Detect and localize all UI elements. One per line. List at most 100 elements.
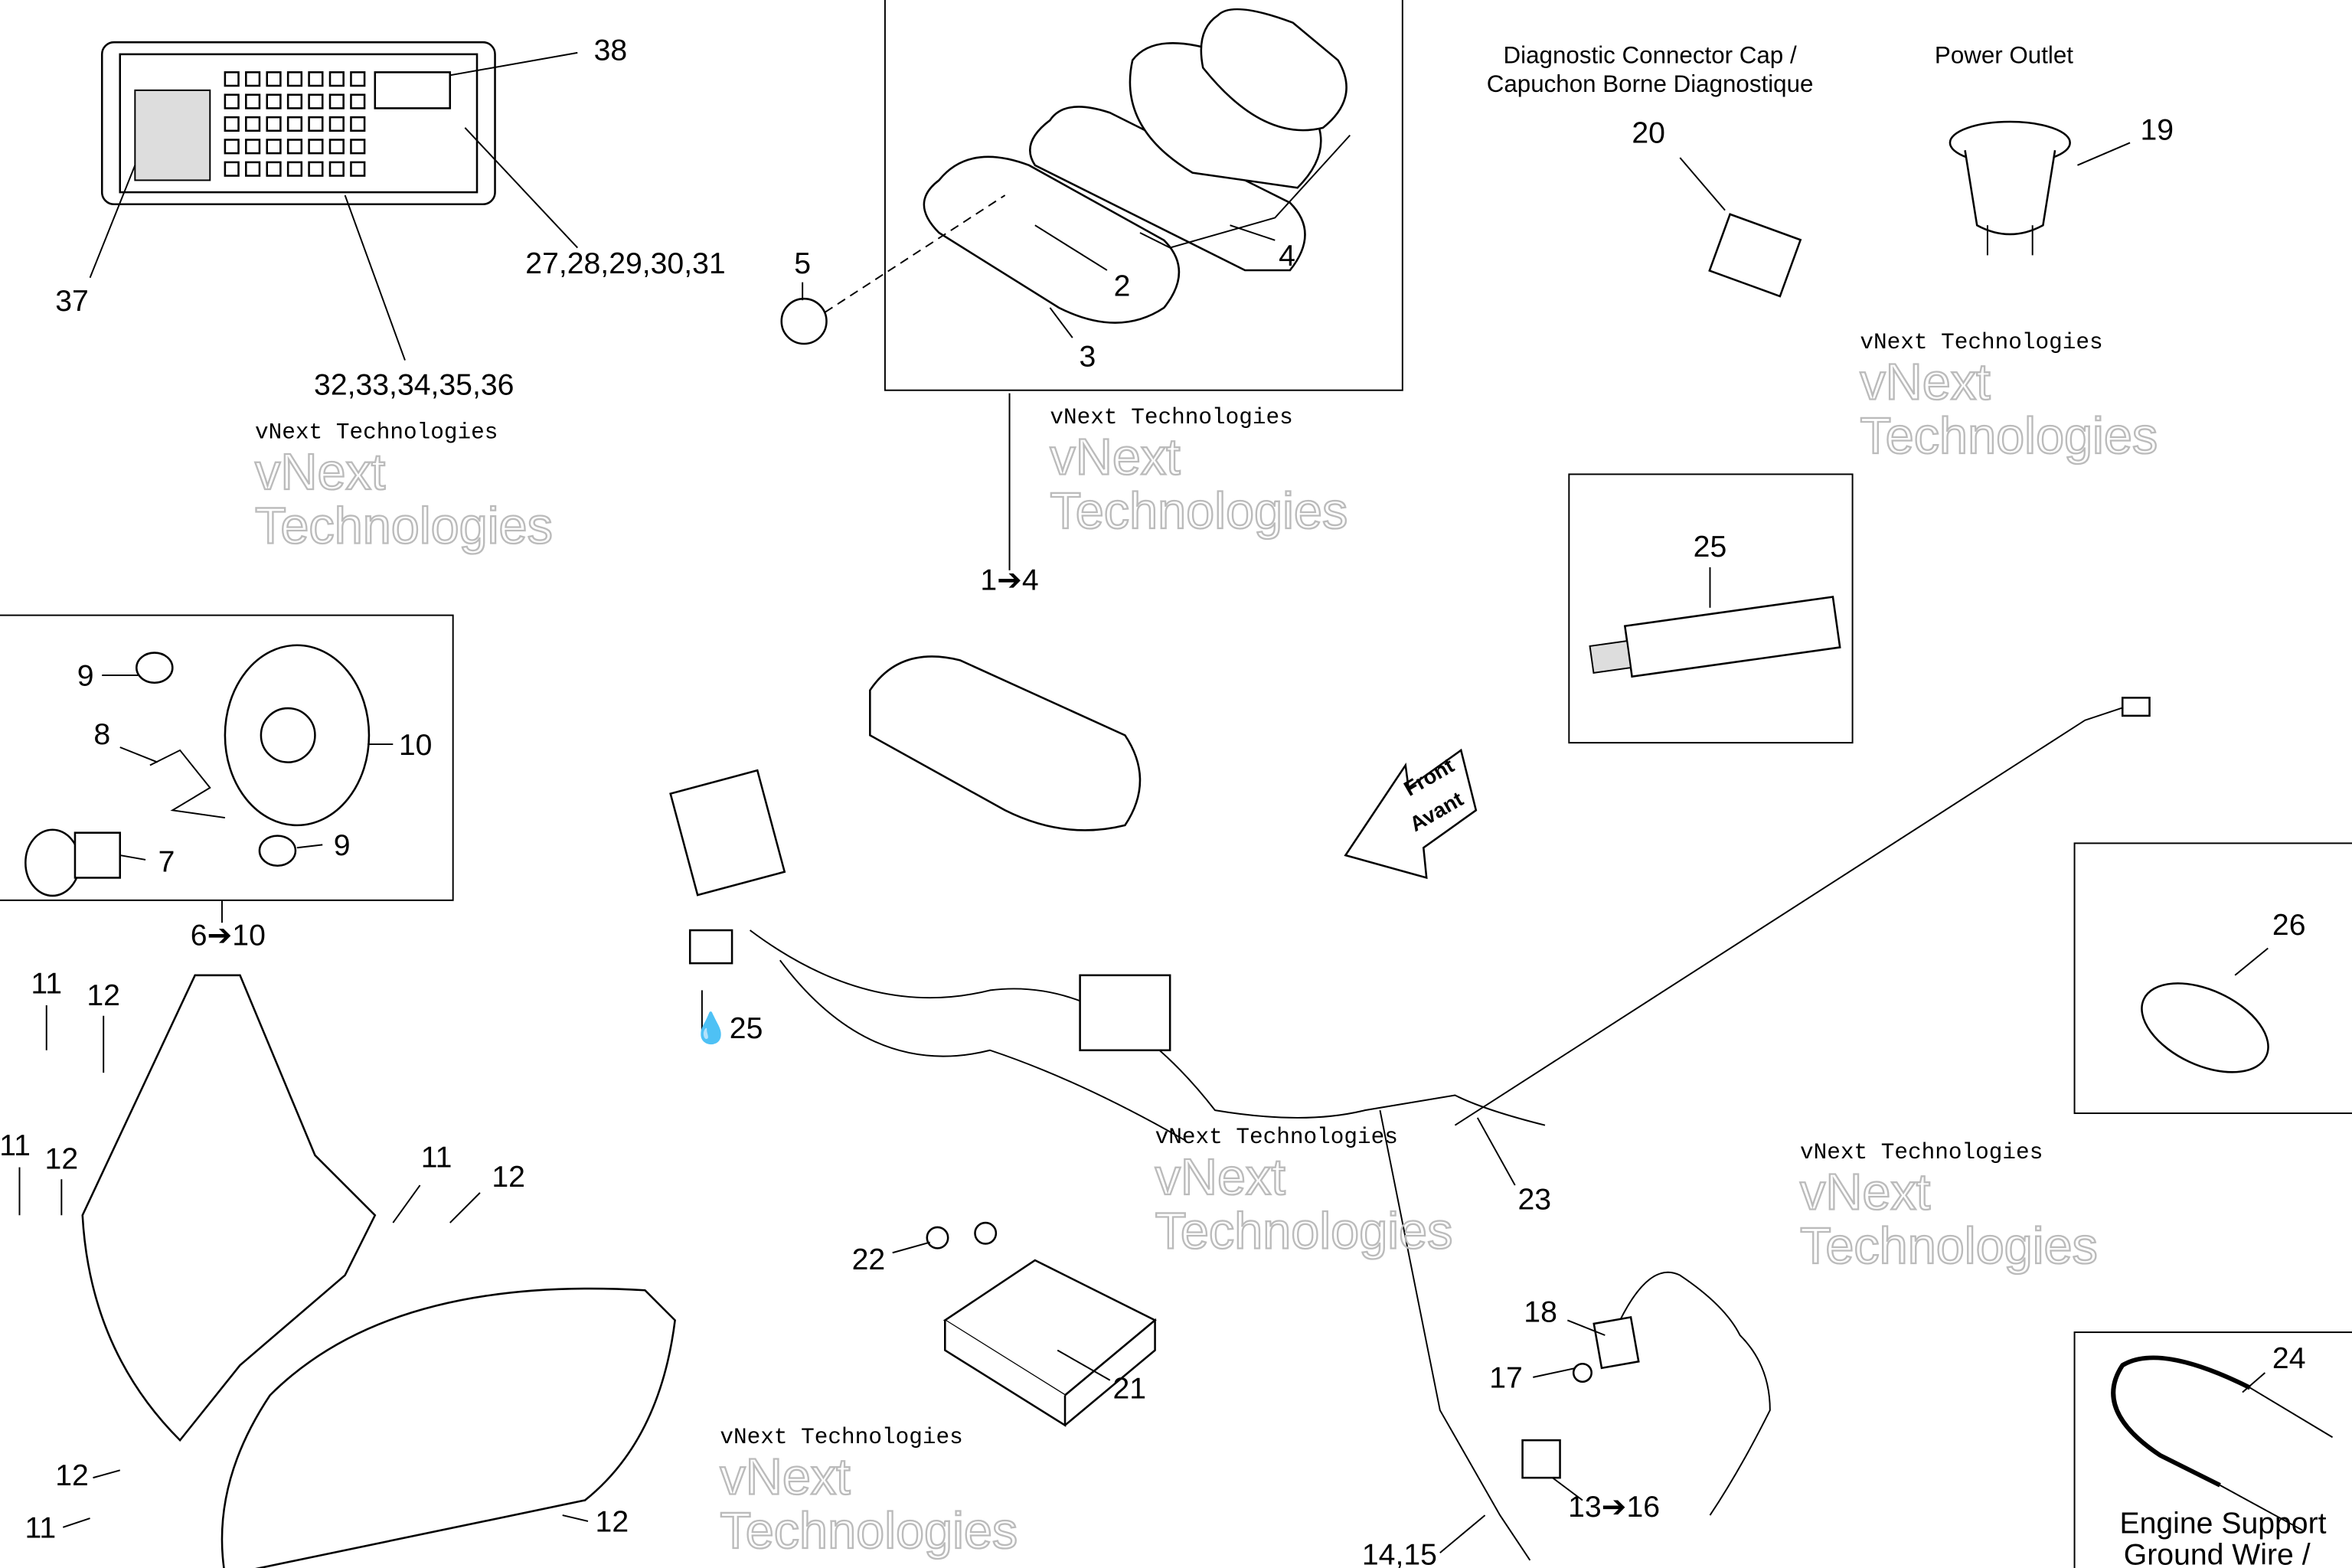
fuse-slot	[308, 116, 324, 132]
leader-line	[93, 1469, 120, 1479]
leader-line	[296, 844, 323, 849]
leader-line	[449, 51, 578, 77]
fuse-slot	[328, 161, 345, 177]
callout-14-15: 14,15	[1362, 1539, 1437, 1568]
gauge-detail-box	[884, 0, 1403, 391]
watermark-small: vNext Technologies	[255, 420, 498, 445]
fuse-slot	[308, 93, 324, 109]
fuse-slot	[224, 161, 240, 177]
leader-line	[1034, 224, 1108, 271]
watermark-large: Technologies	[720, 1503, 1018, 1560]
callout-24: 24	[2272, 1342, 2306, 1375]
callout-4: 4	[1279, 240, 1295, 273]
leader-line	[2234, 947, 2269, 976]
leader-line	[1533, 1367, 1576, 1378]
leader-line	[464, 127, 579, 249]
callout-9: 9	[334, 829, 351, 862]
callout-7: 7	[158, 846, 175, 879]
fuse-box-part	[100, 41, 496, 206]
ground-wire-part	[2111, 1355, 2334, 1531]
callout-25: 25	[1694, 531, 1727, 564]
leader-line	[344, 194, 406, 361]
callout-3: 3	[1080, 340, 1096, 373]
callout-21: 21	[1112, 1372, 1146, 1405]
fuse-slot	[266, 93, 282, 109]
diagnostic-cap-part	[1708, 213, 1802, 298]
callout-38: 38	[594, 34, 628, 67]
callout-12: 12	[596, 1506, 629, 1539]
watermark-small: vNext Technologies	[1860, 330, 2102, 355]
leader-line	[2242, 1372, 2266, 1393]
watermark-large: vNext	[1155, 1149, 1286, 1206]
fuse-slot	[350, 161, 366, 177]
watermark-small: vNext Technologies	[1050, 405, 1292, 430]
watermark-large: Technologies	[255, 498, 553, 555]
watermark-large: Technologies	[1860, 408, 2158, 465]
fuse-slot	[328, 93, 345, 109]
callout-12: 12	[492, 1161, 525, 1194]
leader-line	[1057, 1349, 1111, 1381]
watermark-small: vNext Technologies	[720, 1425, 962, 1450]
watermark-small: vNext Technologies	[1800, 1140, 2043, 1165]
fuse-slot	[350, 93, 366, 109]
leader-lines	[18, 51, 2269, 1553]
engine-caption-line2: Ground Wire /	[2124, 1539, 2311, 1568]
watermark-large: Technologies	[1800, 1218, 2098, 1275]
leader-line	[2077, 142, 2131, 166]
leader-line	[892, 1241, 930, 1254]
clamp-part	[2141, 982, 2269, 1073]
grease-tube-part	[1589, 596, 1841, 678]
callout-12: 12	[87, 979, 120, 1012]
watermark-large: vNext	[1050, 429, 1181, 485]
leader-line	[1552, 1477, 1583, 1501]
leader-line	[119, 854, 146, 861]
power-outlet-caption: Power Outlet	[1935, 42, 2073, 69]
fuse-slot	[245, 71, 261, 87]
leader-line	[119, 746, 158, 763]
voltage-regulator-part	[926, 1221, 1157, 1427]
headlamp-bulb-parts	[24, 644, 371, 897]
headlight-assemblies	[81, 974, 676, 1568]
fuse-slot	[328, 116, 345, 132]
gauge-cluster-parts	[780, 8, 1351, 345]
fuse-slot	[266, 161, 282, 177]
callout-11: 11	[25, 1511, 57, 1544]
fuse-slot	[286, 71, 303, 87]
leader-line	[562, 1514, 589, 1522]
callout-9: 9	[77, 660, 94, 693]
fuse-slot	[286, 161, 303, 177]
ground-wire-detail-box	[2073, 1331, 2352, 1568]
watermark-large: Technologies	[1050, 483, 1348, 540]
callout-labels: 3827,28,29,30,313732,33,34,35,3652431➔42…	[0, 34, 2306, 1568]
fuse-slot	[286, 139, 303, 155]
fuse-slot	[224, 71, 240, 87]
watermark-large: vNext	[1860, 354, 1991, 410]
fuse-slot	[328, 71, 345, 87]
callout-13-16: 13➔16	[1568, 1491, 1660, 1524]
callout-18: 18	[1524, 1295, 1557, 1328]
callout-20: 20	[1632, 116, 1665, 149]
fuse-slot	[266, 139, 282, 155]
callout-37: 37	[55, 285, 89, 318]
callout-11: 11	[421, 1142, 452, 1174]
watermark-large: vNext	[255, 444, 386, 501]
callout-25: 💧25	[692, 1011, 763, 1045]
leader-line	[392, 1184, 421, 1223]
leader-line	[1230, 224, 1276, 241]
callout-2: 2	[1114, 270, 1131, 302]
fuse-slot	[245, 161, 261, 177]
callout-10: 10	[399, 729, 433, 762]
fuse-slot	[286, 116, 303, 132]
diagnostic-caption-line2: Capuchon Borne Diagnostique	[1487, 70, 1814, 97]
fuse-slot	[350, 71, 366, 87]
watermark-large: vNext	[720, 1449, 851, 1506]
fuse-slot	[350, 116, 366, 132]
fuse-slot	[245, 116, 261, 132]
callout-22: 22	[852, 1243, 886, 1276]
callout-12: 12	[45, 1143, 79, 1176]
watermarks: vNext TechnologiesvNextTechnologiesvNext…	[254, 330, 2159, 1561]
headlamp-detail-box	[0, 614, 454, 901]
wiring-harness-part	[669, 655, 2151, 1142]
diagnostic-caption-line1: Diagnostic Connector Cap /	[1504, 42, 1797, 69]
